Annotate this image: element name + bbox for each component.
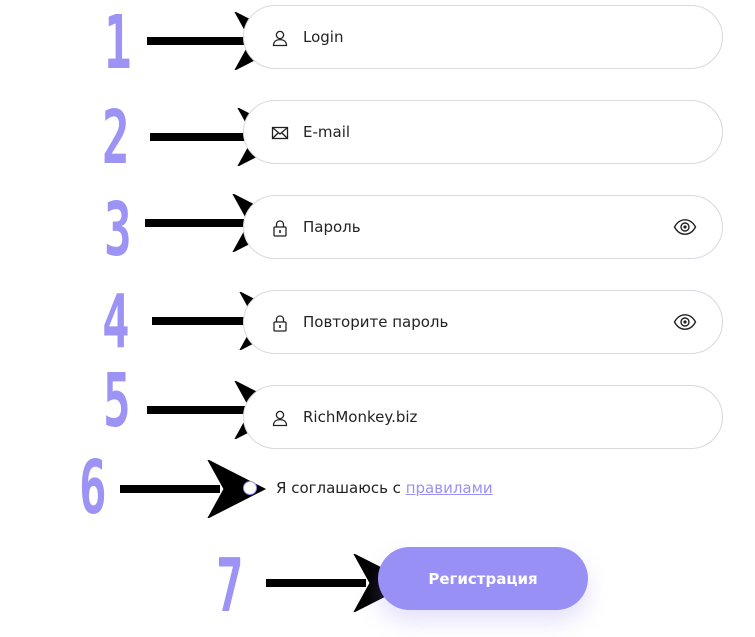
- email-field[interactable]: E-mail: [243, 100, 723, 164]
- password-repeat-placeholder: Повторите пароль: [303, 313, 449, 331]
- login-field[interactable]: Login: [243, 5, 723, 69]
- user-icon: [271, 409, 289, 427]
- arrow-icon: [120, 460, 267, 518]
- lock-icon: [271, 314, 289, 332]
- referrer-value: RichMonkey.biz: [303, 408, 418, 426]
- eye-icon[interactable]: [673, 312, 697, 332]
- step-number-1: 1: [104, 0, 132, 86]
- email-placeholder: E-mail: [303, 123, 351, 141]
- user-icon: [271, 29, 289, 47]
- step-number-4: 4: [102, 279, 130, 365]
- step-number-2: 2: [102, 95, 130, 181]
- step-number-7: 7: [216, 543, 244, 629]
- agree-text: Я соглашаюсь с: [276, 479, 406, 497]
- step-number-6: 6: [79, 445, 107, 531]
- agree-label: Я соглашаюсь с правилами: [276, 478, 493, 498]
- login-placeholder: Login: [303, 28, 344, 46]
- password-repeat-field[interactable]: Повторите пароль: [243, 290, 723, 354]
- password-field[interactable]: Пароль: [243, 195, 723, 259]
- lock-icon: [271, 219, 289, 237]
- step-number-3: 3: [104, 187, 132, 273]
- rules-link[interactable]: правилами: [405, 479, 493, 497]
- envelope-icon: [271, 124, 289, 142]
- step-number-5: 5: [103, 358, 131, 444]
- referrer-field[interactable]: RichMonkey.biz: [243, 385, 723, 449]
- password-placeholder: Пароль: [303, 218, 361, 236]
- agree-checkbox[interactable]: [243, 481, 257, 495]
- eye-icon[interactable]: [673, 217, 697, 237]
- register-button[interactable]: Регистрация: [378, 547, 588, 610]
